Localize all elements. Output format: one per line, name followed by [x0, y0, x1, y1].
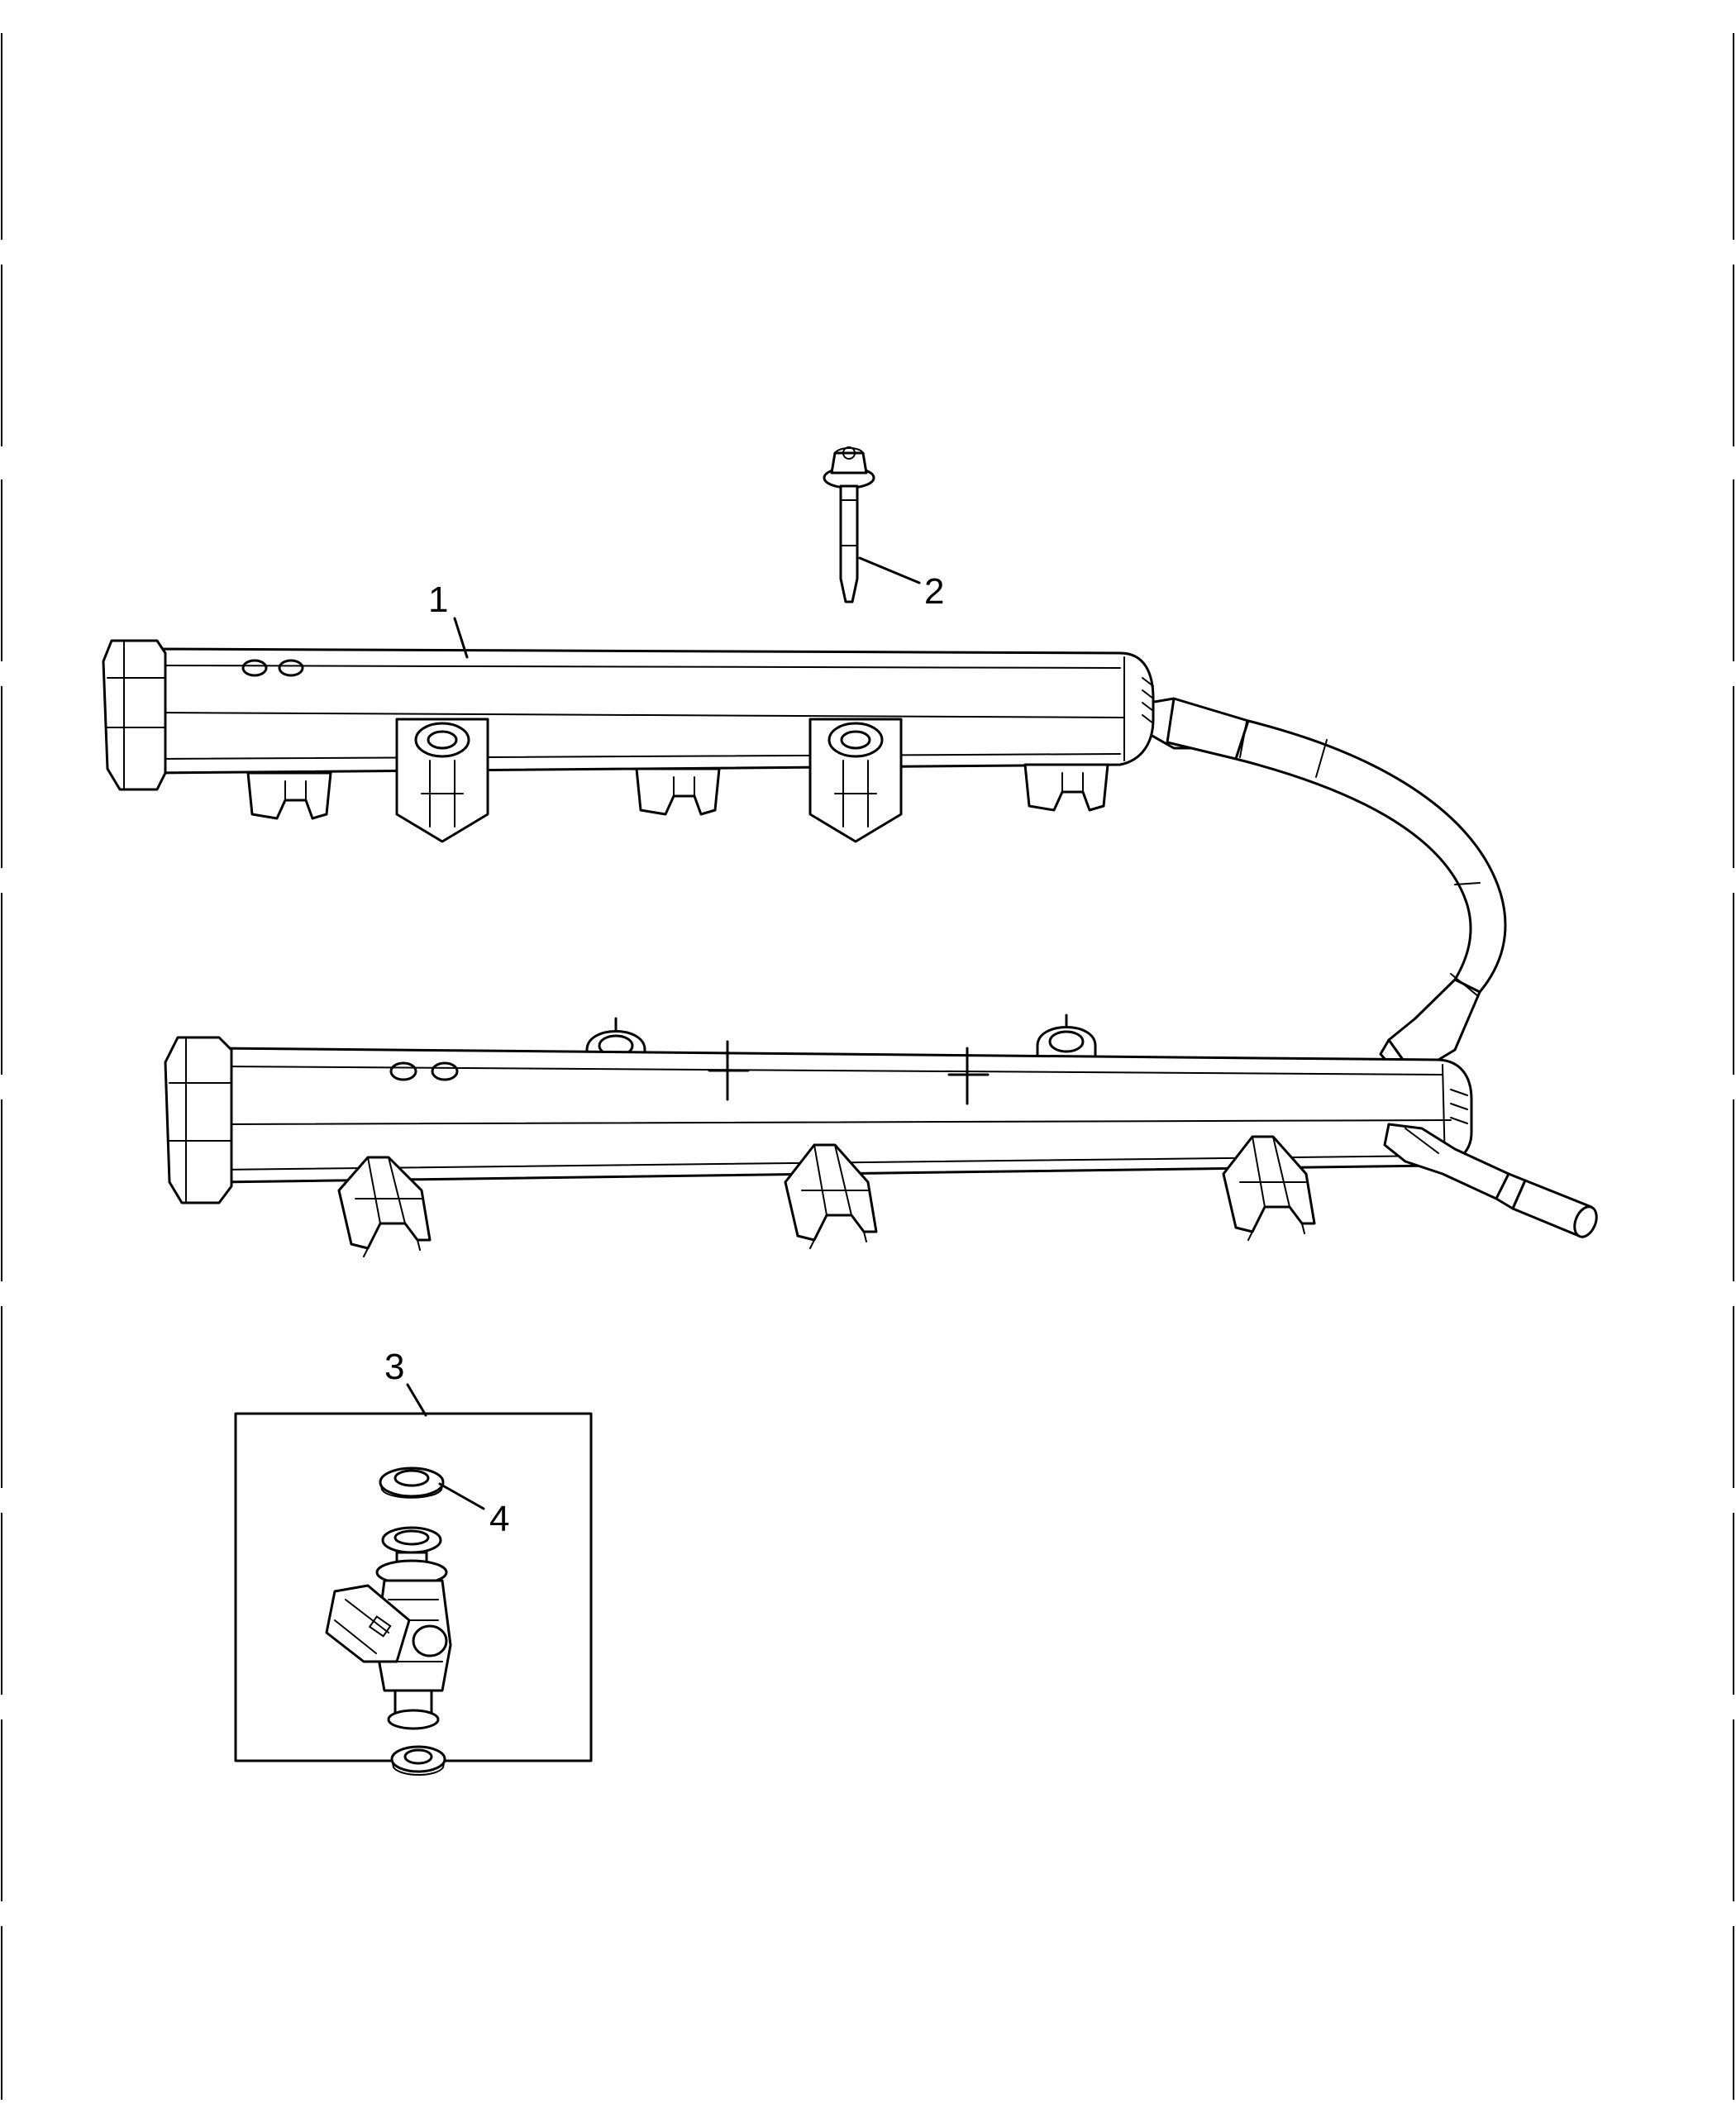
mounting-tab	[1036, 1013, 1097, 1060]
o-ring-lower	[390, 1745, 446, 1776]
callout-2: 2	[924, 571, 944, 612]
leader-lines	[406, 556, 921, 1510]
crossover-tube	[1143, 697, 1507, 1109]
outlet-fitting	[1383, 1123, 1598, 1238]
lower-fuel-rail	[164, 1013, 1598, 1257]
injector-pocket	[635, 767, 721, 816]
injector-pocket	[337, 1156, 432, 1257]
injector-pocket	[1023, 763, 1109, 812]
injector-kit-box	[234, 1412, 593, 1776]
upper-fuel-rail	[102, 639, 1155, 843]
injector-pocket	[784, 1143, 878, 1249]
edge-marks	[1, 33, 1734, 2100]
injector-pocket	[246, 771, 332, 820]
bolt	[823, 446, 875, 603]
injector-pocket	[1222, 1135, 1316, 1241]
o-ring-upper	[379, 1467, 445, 1499]
mounting-boss	[808, 718, 903, 843]
callout-3: 3	[384, 1347, 404, 1387]
fuel-injector	[325, 1526, 452, 1730]
callout-1: 1	[428, 579, 448, 620]
mounting-boss	[395, 718, 489, 843]
callout-4: 4	[489, 1499, 509, 1539]
